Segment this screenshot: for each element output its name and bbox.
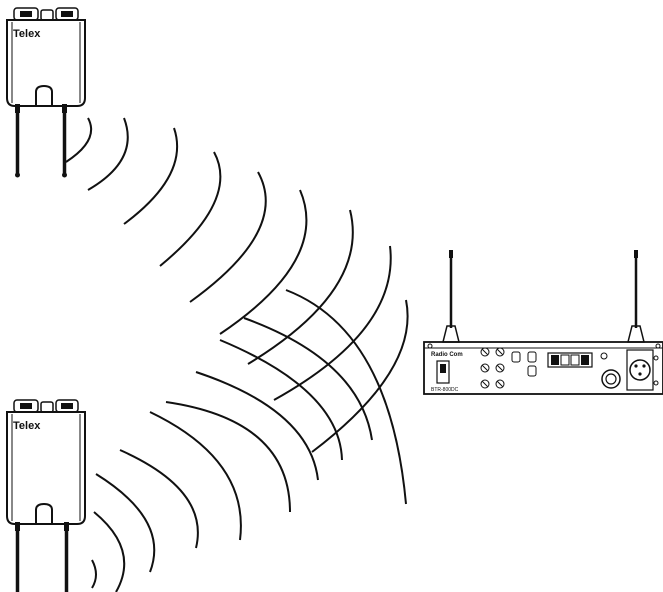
channel-display bbox=[547, 352, 593, 368]
level-knobs bbox=[480, 347, 505, 389]
headphone-jack bbox=[600, 352, 621, 389]
receiver-antenna-left bbox=[442, 250, 460, 343]
radio-waves-top bbox=[65, 117, 409, 453]
belt-clip bbox=[35, 502, 53, 524]
antenna-right bbox=[64, 522, 69, 592]
receiver-antenna-right bbox=[627, 250, 645, 343]
receiver-model-text: BTR-800DC bbox=[431, 387, 459, 393]
receiver-chassis bbox=[423, 341, 663, 395]
beltpack-top-controls bbox=[13, 7, 79, 21]
radio-waves-bottom bbox=[91, 289, 407, 592]
antenna-left bbox=[15, 522, 20, 592]
belt-clip bbox=[35, 84, 53, 106]
brand-logo-text: Telex bbox=[13, 420, 41, 432]
power-switch bbox=[436, 360, 450, 384]
beltpack-body bbox=[6, 411, 86, 525]
beltpack-top-controls bbox=[13, 399, 79, 413]
beltpack-transmitter-top: Telex bbox=[6, 7, 86, 178]
toggle-switches bbox=[511, 351, 537, 377]
beltpack-body bbox=[6, 19, 86, 107]
antenna-left bbox=[15, 104, 20, 178]
brand-logo-text: Telex bbox=[13, 28, 41, 40]
receiver-brand-text: Radio Com bbox=[431, 352, 463, 358]
beltpack-transmitter-bottom: Telex bbox=[6, 399, 86, 592]
base-station-receiver: Radio Com BTR-800DC bbox=[423, 250, 663, 395]
antenna-right bbox=[62, 104, 67, 178]
xlr-connector bbox=[626, 349, 659, 391]
